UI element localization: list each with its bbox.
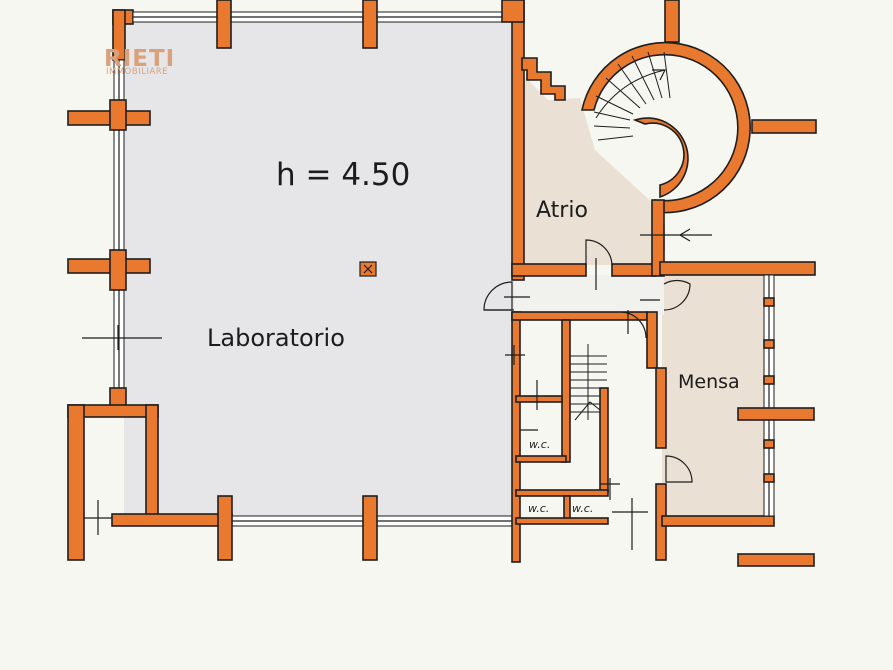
room-label-laboratorio: Laboratorio xyxy=(207,324,345,352)
room-label-atrio: Atrio xyxy=(536,198,588,223)
logo-brand: RIETI xyxy=(104,46,175,72)
laboratorio-walls xyxy=(67,0,525,561)
mensa-floor xyxy=(662,272,766,516)
crossed-box-icon xyxy=(359,261,377,277)
height-label: h = 4.50 xyxy=(276,157,410,193)
atrio-walls xyxy=(511,0,817,290)
room-label-wc-3: w.c. xyxy=(572,502,593,515)
logo-subtitle: IMMOBILIARE xyxy=(106,67,168,77)
room-label-wc-2: w.c. xyxy=(528,502,549,515)
room-label-mensa: Mensa xyxy=(678,371,740,393)
corridor-floor xyxy=(514,275,664,315)
mensa-walls xyxy=(655,274,815,567)
laboratorio-floor xyxy=(124,22,514,516)
services-walls xyxy=(483,279,691,563)
logo: RIETI IMMOBILIARE xyxy=(104,46,175,77)
atrio-floor xyxy=(518,70,655,265)
room-label-wc-1: w.c. xyxy=(529,438,550,451)
